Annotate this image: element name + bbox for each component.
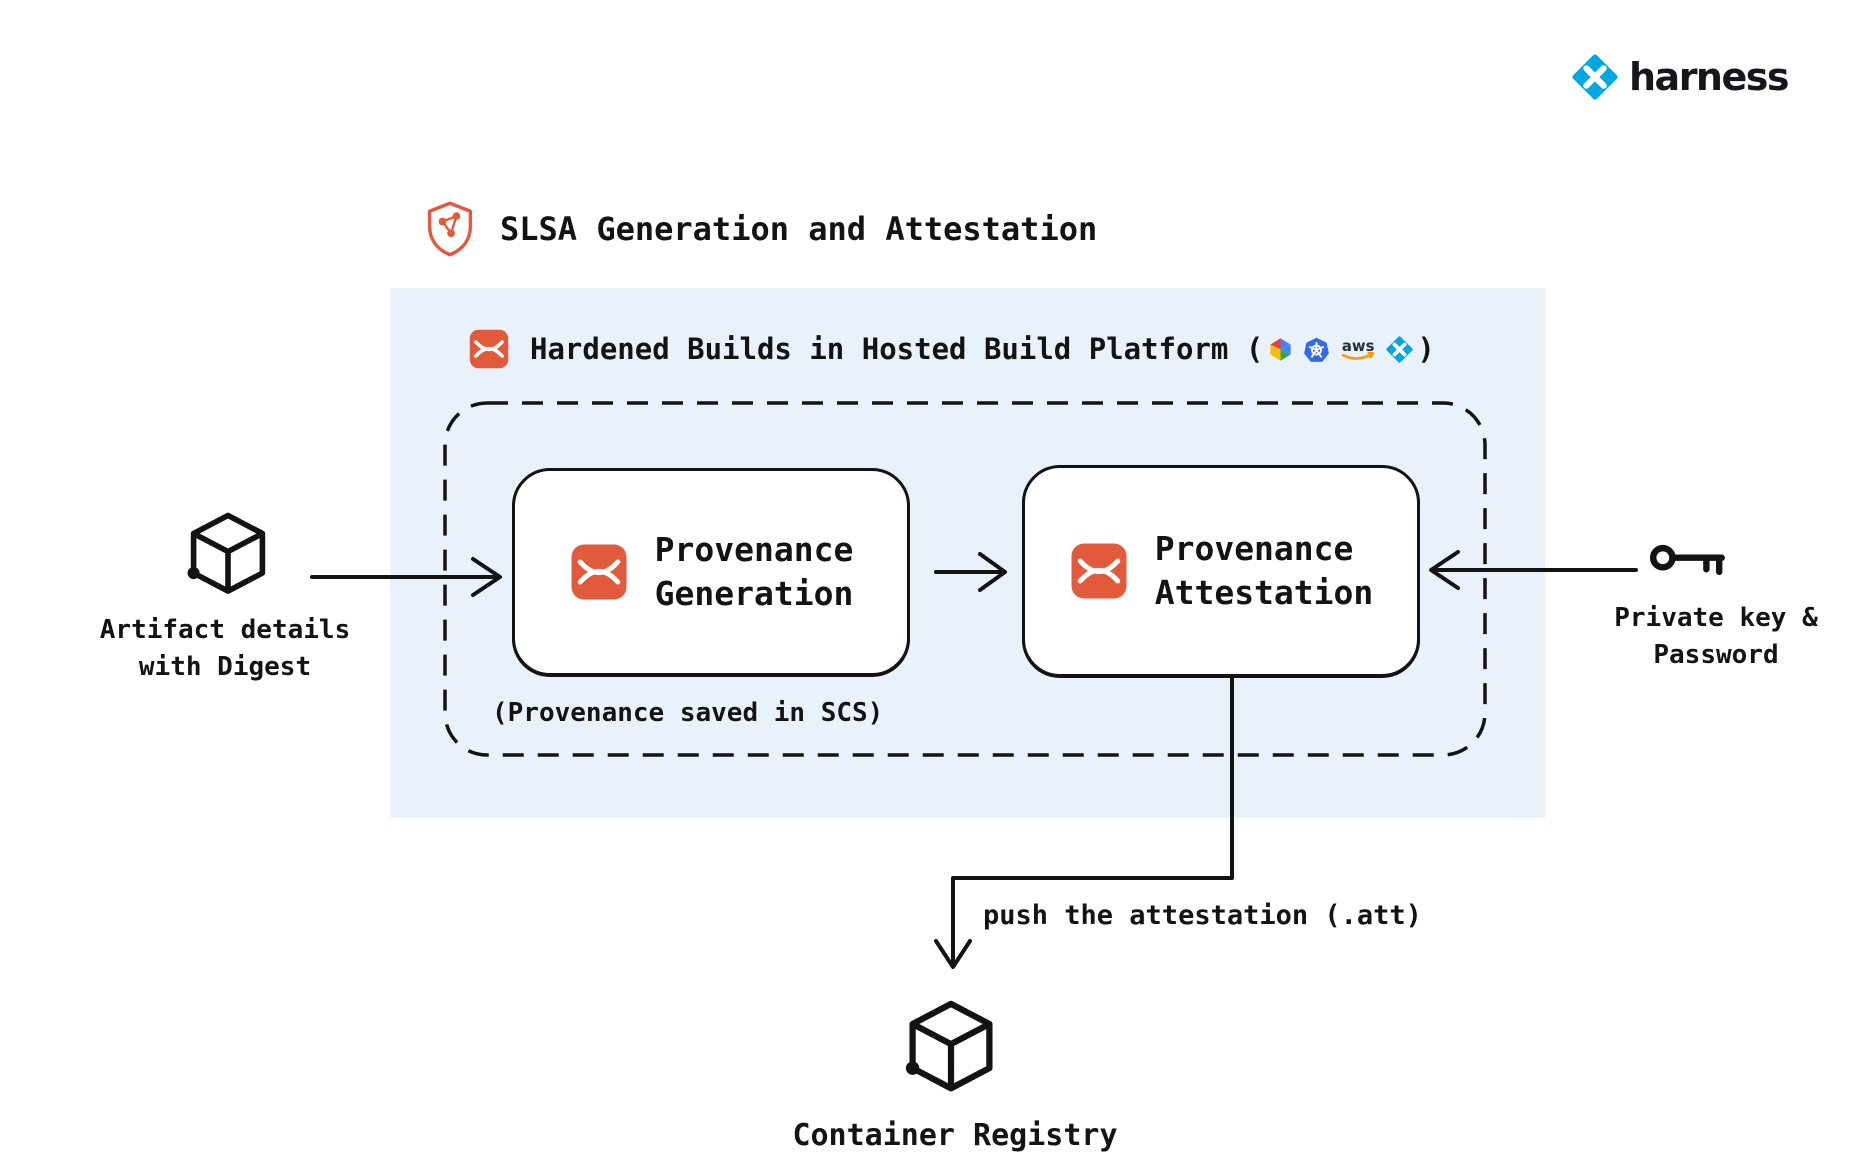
provenance-generation-label: Provenance Generation [654, 530, 854, 613]
scs-module-icon [569, 542, 629, 602]
brand-lockup: harness [1572, 54, 1790, 100]
harness-icon [1386, 335, 1414, 363]
slsa-shield-icon [424, 200, 476, 258]
provenance-generation-node: Provenance Generation [512, 468, 910, 676]
key-icon [1650, 538, 1732, 584]
registry-cube-icon [903, 998, 999, 1102]
platform-header: Hardened Builds in Hosted Build Platform… [468, 328, 1435, 370]
diagram-title: SLSA Generation and Attestation [500, 210, 1098, 248]
aws-icon: aws [1339, 336, 1377, 362]
harness-logo-icon [1572, 54, 1618, 100]
push-attestation-label: push the attestation (.att) [983, 900, 1422, 931]
provenance-attestation-label: Provenance Attestation [1154, 529, 1374, 612]
provider-icons: aws [1267, 335, 1414, 363]
scs-module-icon [468, 328, 510, 370]
svg-text:aws: aws [1342, 337, 1375, 355]
provenance-saved-note: (Provenance saved in SCS) [492, 698, 884, 728]
private-key-label: Private key & Password [1614, 603, 1818, 670]
provenance-attestation-node: Provenance Attestation [1022, 465, 1420, 677]
gcp-icon [1267, 336, 1294, 363]
container-registry-label: Container Registry [792, 1118, 1118, 1153]
kubernetes-icon [1303, 336, 1330, 363]
brand-wordmark: harness [1629, 55, 1790, 99]
artifact-details-label: Artifact details with Digest [99, 615, 351, 682]
scs-module-icon [1069, 541, 1129, 601]
platform-header-prefix: Hardened Builds in Hosted Build Platform… [530, 332, 1264, 366]
platform-header-text: Hardened Builds in Hosted Build Platform… [530, 332, 1435, 366]
platform-header-suffix: ) [1417, 332, 1435, 366]
diagram-title-row: SLSA Generation and Attestation [424, 200, 1097, 258]
artifact-cube-icon [185, 510, 271, 604]
